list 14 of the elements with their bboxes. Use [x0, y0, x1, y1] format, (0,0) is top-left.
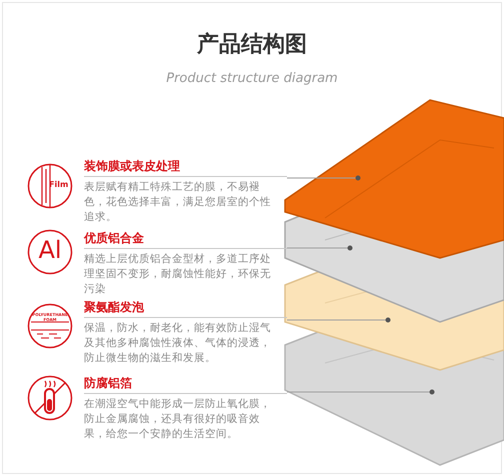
- callout-description: 保温，防水，耐老化，能有效防止湿气及其他多种腐蚀性液体、气体的浸透，防止微生物的滋生和发展。: [84, 321, 272, 366]
- callout-heading: 装饰膜或表皮处理: [84, 158, 287, 177]
- callout-description: 精选上层优质铝合金型材，多道工序处理坚固不变形，耐腐蚀性能好，环保无污染: [84, 252, 272, 297]
- callout-description: 在潮湿空气中能形成一层防止氧化膜，防止金属腐蚀，还具有很好的吸音效果，给您一个安静的生活空间。: [84, 397, 272, 442]
- icon-label: Al: [37, 238, 63, 262]
- title: 产品结构图: [196, 34, 308, 56]
- subtitle: Product structure diagram: [165, 72, 339, 85]
- leader-line: [286, 176, 360, 180]
- leader-line: [286, 390, 434, 394]
- callout-heading: 聚氨酯发泡: [84, 299, 287, 318]
- callout-heading: 防腐铝箔: [84, 375, 287, 394]
- callout-heading: 优质铝合金: [84, 230, 287, 249]
- leader-line: [286, 246, 352, 250]
- callout-description: 表层赋有精工特殊工艺的膜，不易褪色，花色选择丰富，满足您居室的个性追求。: [84, 180, 272, 225]
